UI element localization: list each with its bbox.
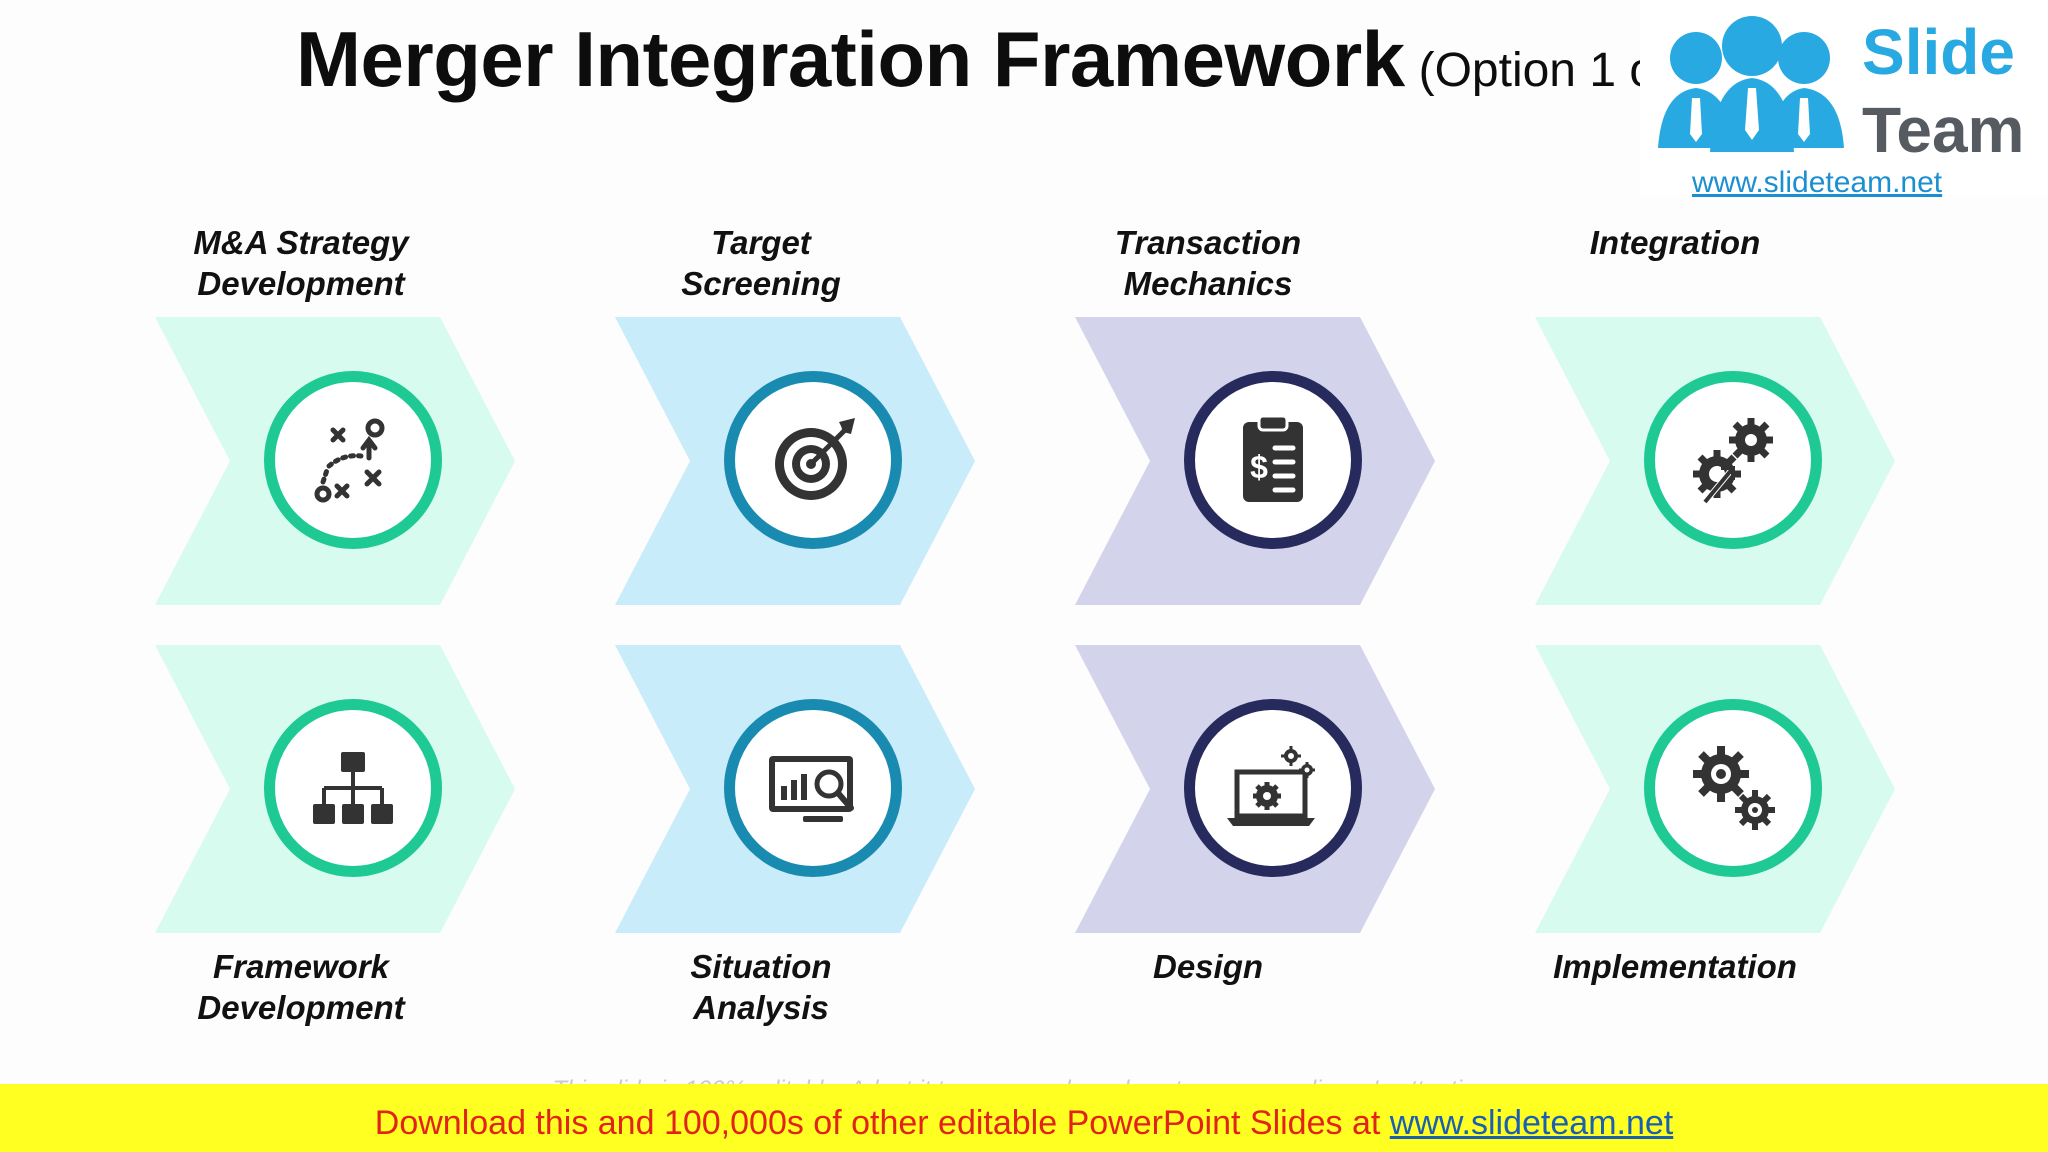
banner-link[interactable]: www.slideteam.net [1389,1104,1674,1142]
stage-label-design: Design [1028,946,1388,987]
label-line: Transaction [1114,224,1302,261]
icon-circle [724,699,902,877]
strategy-play-icon [314,418,385,503]
label-line: Design [1152,948,1264,985]
gears-arrows-icon [1693,418,1773,504]
icon-circle [264,699,442,877]
stage-label-framework-development: Framework Development [121,946,481,1028]
stage-label-target-screening: Target Screening [581,222,941,304]
label-line: Integration [1589,224,1761,261]
title-main: Merger Integration Framework [296,15,1405,103]
label-line: Framework [212,948,390,985]
stage-label-ma-strategy: M&A Strategy Development [121,222,481,304]
label-line: Implementation [1553,948,1797,985]
stage-label-implementation: Implementation [1495,946,1855,987]
download-banner[interactable]: Download this and 100,000s of other edit… [0,1084,2048,1152]
svg-text:$: $ [1250,449,1268,485]
laptop-gears-icon [1227,746,1315,826]
label-line: M&A Strategy [193,224,409,261]
stage-label-situation-analysis: Situation Analysis [581,946,941,1028]
icon-circle [1644,699,1822,877]
chevron-implementation [1535,645,1895,933]
slide-title: Merger Integration Framework(Option 1 of… [296,14,1725,105]
icon-circle [1644,371,1822,549]
label-line: Screening [681,265,841,302]
chevron-integration [1535,317,1895,605]
chevron-framework-development [155,645,515,933]
chevron-ma-strategy [155,317,515,605]
chevron-design [1075,645,1435,933]
chevron-target-screening [615,317,975,605]
chevron-situation-analysis [615,645,975,933]
icon-circle [1184,699,1362,877]
logo-url-link[interactable]: www.slideteam.net [1692,166,1943,199]
icon-circle [724,371,902,549]
label-line: Development [197,989,405,1026]
label-line: Analysis [693,989,829,1026]
gears-icon [1693,746,1775,830]
team-people-icon [1658,16,1844,152]
monitor-analysis-icon [769,756,854,822]
icon-circle [264,371,442,549]
logo-brand-team: Team [1862,94,2025,166]
stage-label-integration: Integration [1495,222,1855,263]
slideteam-logo[interactable]: Slide Team www.slideteam.net [1640,0,2048,199]
org-chart-icon [313,752,393,824]
icon-circle: $ [1184,371,1362,549]
banner-text: Download this and 100,000s of other edit… [374,1104,1381,1142]
clipboard-dollar-icon: $ [1243,414,1303,502]
chevron-transaction-mechanics: $ [1075,317,1435,605]
target-icon [775,418,855,500]
label-line: Situation [690,948,832,985]
stage-label-transaction-mechanics: Transaction Mechanics [1028,222,1388,304]
label-line: Development [197,265,405,302]
logo-brand-slide: Slide [1862,16,2015,88]
label-line: Target [711,224,811,261]
label-line: Mechanics [1123,265,1293,302]
